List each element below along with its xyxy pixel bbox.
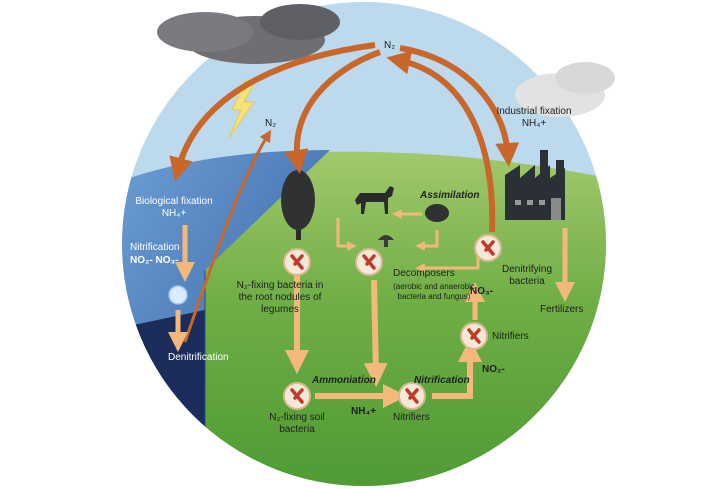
arrow-denitrification-to-n2	[183, 129, 272, 343]
bacteria-icon	[283, 382, 311, 410]
nitrifiers-right-label: Nitrifiers	[492, 331, 529, 342]
ammoniation-label: Ammoniation	[312, 375, 376, 386]
denitrifying-bacteria-label: Denitrifying bacteria	[501, 264, 553, 287]
land	[205, 151, 606, 486]
assimilation-label: Assimilation	[420, 190, 480, 201]
n2-top-label: N₂	[384, 40, 396, 51]
industrial-fixation-label: Industrial fixation NH₄+	[496, 106, 572, 129]
bacteria-icon	[283, 248, 311, 276]
arrow-n2-to-biological-fixation	[169, 42, 376, 182]
bacteria-icon	[355, 248, 383, 276]
nitrification-land-label: Nitrification	[414, 375, 470, 386]
arrow-decomposers-to-ammoniation	[363, 279, 388, 387]
no2-land-label: NO₂-	[482, 364, 505, 375]
bacteria-icon	[474, 234, 502, 262]
decomposers-detail-label: (aerobic and anaerobic bacteria and fung…	[393, 282, 475, 301]
bacteria-icon	[460, 322, 488, 350]
tree-icon	[281, 170, 315, 240]
arrow-assimilation-3	[415, 230, 439, 251]
arrow-n2-to-tree	[284, 49, 382, 174]
factory-icon	[505, 150, 565, 220]
shrub-icon	[425, 204, 449, 222]
fertilizers-label: Fertilizers	[540, 304, 584, 315]
horse-icon	[355, 186, 394, 214]
arrow-denitrifying-to-n2	[386, 50, 496, 233]
bubble-icon	[168, 285, 188, 305]
decomposers-label: Decomposers	[393, 268, 455, 279]
nitrifiers-bottom-label: Nitrifiers	[393, 412, 430, 423]
arrow-assimilation-2	[336, 218, 357, 251]
cloud-icon	[157, 4, 340, 64]
denitrification-water-label: Denitrification	[168, 352, 229, 363]
mushroom-icon	[378, 235, 394, 247]
arrow-nitrifiers-to-right	[432, 338, 482, 399]
nitrification-water-label: Nitrification	[130, 242, 180, 253]
no2-no3-water-label: NO₂- NO₃-	[130, 255, 179, 266]
n2-fixing-nodule-bacteria-label: N₂-fixing bacteria in the root nodules o…	[236, 280, 324, 315]
bacteria-icon	[398, 382, 426, 410]
biological-fixation-label: Biological fixation NH₄+	[135, 196, 213, 219]
cloud-icon	[515, 62, 615, 117]
deep-water	[122, 310, 205, 486]
n2-fixing-soil-bacteria-label: N₂-fixing soil bacteria	[269, 412, 325, 435]
arrow-n2-to-industrial	[399, 45, 520, 167]
n2-lightning-label: N₂	[265, 118, 277, 129]
nh4-land-label: NH₄+	[351, 406, 377, 417]
no3-land-label: NO₃-	[470, 286, 493, 297]
